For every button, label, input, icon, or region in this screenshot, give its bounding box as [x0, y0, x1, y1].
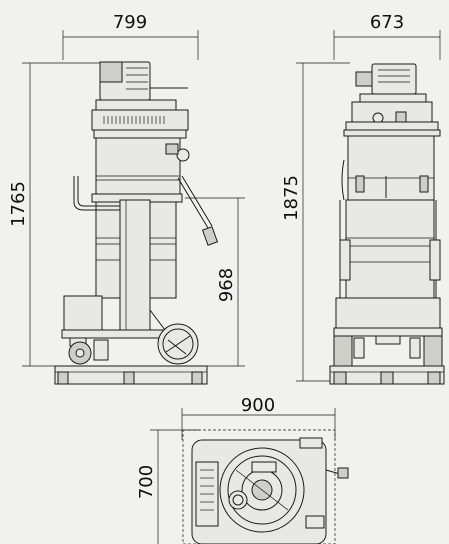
dim-front-width: 673	[370, 12, 404, 33]
side-view	[54, 61, 219, 385]
dim-top-depth: 700	[136, 465, 157, 499]
dimension-lines	[22, 30, 441, 544]
dim-top-width: 900	[241, 395, 275, 416]
dim-front-height: 1875	[281, 175, 302, 221]
dim-side-width: 799	[113, 12, 147, 33]
front-view	[329, 63, 445, 385]
dim-inlet-height: 968	[216, 268, 237, 302]
top-view	[182, 429, 349, 544]
grille	[103, 116, 165, 124]
dim-side-height: 1765	[8, 181, 29, 227]
